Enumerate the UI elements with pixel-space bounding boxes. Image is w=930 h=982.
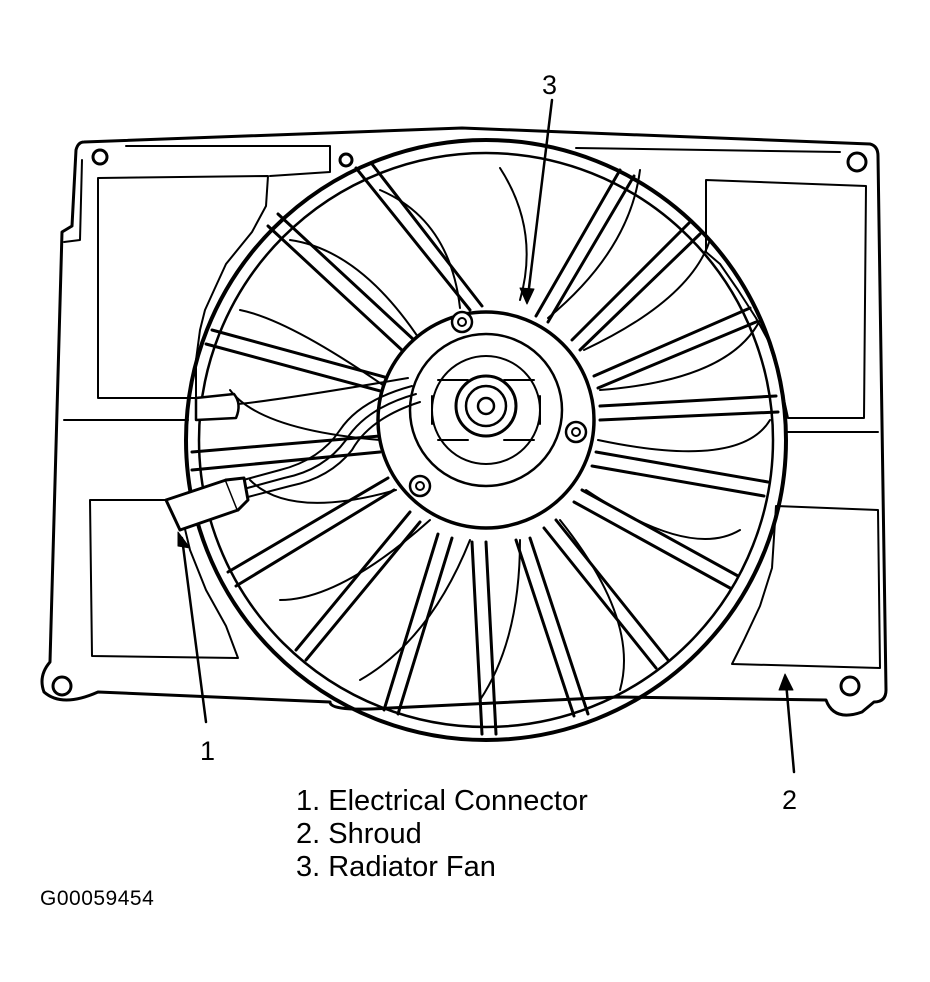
motor-shaft — [476, 396, 496, 416]
motor-hub-ring — [464, 384, 508, 428]
motor-bolt-top — [450, 310, 474, 334]
mount-hole-tl — [91, 148, 109, 166]
leader-line-2 — [784, 680, 796, 774]
motor-bolt-top-inner — [457, 317, 467, 327]
leader-arrow-3 — [519, 287, 535, 305]
panel-lower-left — [89, 499, 239, 659]
leader-line-1 — [180, 536, 208, 724]
figure-id: G00059454 — [40, 887, 155, 910]
panel-upper-right — [705, 179, 867, 419]
mount-hole-br — [839, 675, 861, 697]
shroud-top-band-right — [575, 147, 841, 153]
shroud-top-band-left — [125, 145, 331, 177]
leader-arrow-2 — [778, 673, 794, 691]
mount-hole-bl — [51, 675, 73, 697]
callout-1: 1 — [200, 736, 216, 766]
motor-bolt-right-inner — [571, 427, 581, 437]
fan-rim-outer — [184, 138, 788, 742]
legend-item-electrical-connector: 1. Electrical Connector — [296, 785, 588, 817]
legend-item-shroud: 2. Shroud — [296, 818, 422, 850]
panel-lower-right — [731, 505, 881, 669]
motor-plate-ribs — [431, 379, 541, 441]
wire-clip — [194, 392, 240, 422]
fan-guard-spokes — [190, 162, 780, 736]
legend-item-radiator-fan: 3. Radiator Fan — [296, 851, 496, 883]
leader-line-3 — [526, 98, 554, 298]
mount-hole-tr — [846, 151, 868, 173]
motor-bolt-left-inner — [415, 481, 425, 491]
motor-hub — [454, 374, 518, 438]
motor-plate — [408, 332, 564, 488]
electrical-connector — [164, 476, 250, 532]
motor-bolt-left — [408, 474, 432, 498]
wiring-harness — [235, 377, 421, 499]
fan-rim-inner — [197, 151, 775, 729]
callout-3: 3 — [542, 70, 558, 100]
legend: 1. Electrical Connector 2. Shroud 3. Rad… — [296, 785, 588, 884]
callout-2: 2 — [782, 785, 798, 815]
panel-upper-left — [97, 175, 269, 399]
shroud-inner-edge — [63, 159, 83, 243]
leader-arrow-1 — [177, 531, 191, 549]
motor-bolt-right — [564, 420, 588, 444]
mount-hole-top — [338, 152, 354, 168]
motor-housing — [376, 310, 596, 530]
